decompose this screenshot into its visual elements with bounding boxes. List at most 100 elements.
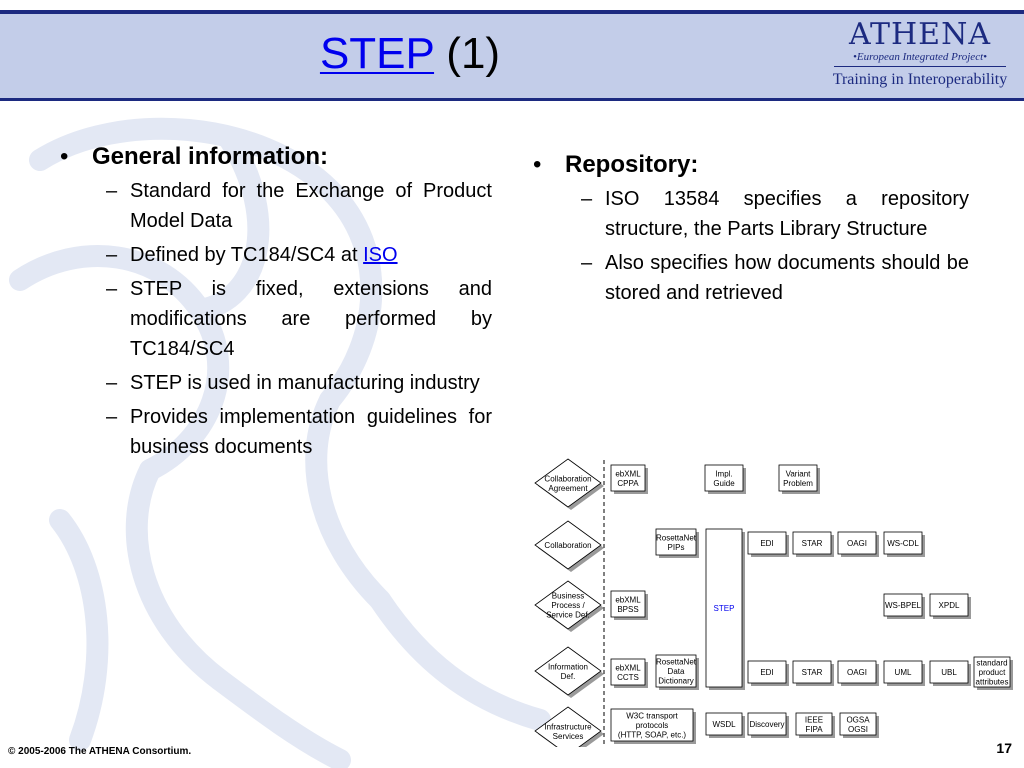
rosettanet-dd-box-label: RosettaNet	[656, 658, 697, 667]
ogsa-ogsi-box-label: OGSI	[848, 725, 868, 734]
standard-attrs-box-label: standard	[976, 659, 1007, 668]
right-column: • Repository: –ISO 13584 specifies a rep…	[533, 150, 969, 308]
list-item-text: Defined by TC184/SC4 at ISO	[130, 240, 492, 270]
dash-icon: –	[106, 372, 118, 394]
ebxml-ccts-box-label: CCTS	[617, 673, 639, 682]
iso-prefix: Defined by TC184/SC4 at	[130, 244, 364, 266]
w3c-box-label: (HTTP, SOAP, etc.)	[618, 731, 687, 740]
dash-icon: –	[106, 180, 118, 202]
ebxml-bpss-box-label: BPSS	[617, 605, 638, 614]
footer-copyright: © 2005-2006 The ATHENA Consortium.	[8, 746, 192, 757]
diamond-1-label: Agreement	[548, 484, 588, 493]
diamond-1-label: Collaboration	[544, 474, 591, 483]
bullet-icon: •	[533, 151, 542, 178]
w3c-box-label: W3C transport	[626, 712, 678, 721]
logo-separator	[834, 66, 1006, 67]
left-list: –Standard for the Exchange of Product Mo…	[60, 176, 492, 462]
diamond-5-label: Infrastructure	[544, 722, 592, 731]
ebxml-cppa-box-label: ebXML	[615, 469, 641, 478]
uml-box-label: UML	[895, 668, 912, 677]
list-item: –ISO 13584 specifies a repository struct…	[573, 184, 969, 244]
list-item-text: ISO 13584 specifies a repository structu…	[605, 188, 969, 240]
right-heading-text: Repository:	[565, 151, 699, 178]
edi-1-box-label: EDI	[760, 539, 773, 548]
rosettanet-pips-box-label: PIPs	[668, 543, 685, 552]
diamond-2: Collaboration	[534, 520, 604, 572]
edi-1-box: EDI	[747, 531, 789, 557]
logo-name: ATHENA	[848, 17, 991, 52]
right-list: –ISO 13584 specifies a repository struct…	[533, 184, 969, 308]
watermark-graphic	[9, 117, 551, 768]
diamond-3-label: Business	[552, 592, 584, 601]
wsdl-box: WSDL	[705, 712, 745, 738]
ieee-fipa-box-label: IEEE	[805, 715, 823, 724]
star-1-box: STAR	[792, 531, 834, 557]
list-item-text: STEP is fixed, extensions and modificati…	[130, 278, 492, 360]
list-item: –STEP is fixed, extensions and modificat…	[98, 274, 492, 364]
diamond-4-label: Def.	[561, 672, 576, 681]
page-number: 17	[996, 740, 1012, 756]
dash-icon: –	[106, 406, 118, 428]
diamond-2-label: Collaboration	[544, 541, 591, 550]
ebxml-bpss-box-label: ebXML	[615, 595, 641, 604]
edi-2-box-label: EDI	[760, 668, 773, 677]
list-item-text: Provides implementation guidelines for b…	[130, 406, 492, 458]
diamond-4-label: Information	[548, 662, 588, 671]
ws-cdl-box-label: WS-CDL	[887, 539, 919, 548]
star-2-box-label: STAR	[802, 668, 823, 677]
standard-attrs-box-label: attributes	[976, 678, 1009, 687]
dash-icon: –	[106, 278, 118, 300]
left-heading: • General information:	[60, 142, 492, 172]
ogsa-ogsi-box-label: OGSA	[846, 715, 870, 724]
header-band	[0, 14, 1024, 100]
list-item: –Defined by TC184/SC4 at ISO	[98, 240, 492, 270]
bullet-icon: •	[60, 143, 69, 170]
logo-tagline: Training in Interoperability	[832, 71, 1008, 88]
discovery-box-label: Discovery	[749, 720, 784, 729]
impl-guide-box: Impl.Guide	[704, 464, 746, 494]
xpdl-box: XPDL	[929, 593, 971, 619]
xpdl-box-label: XPDL	[939, 601, 960, 610]
athena-logo: ATHENA •European Integrated Project• Tra…	[820, 20, 1020, 96]
diamond-3-label: Service Def.	[546, 611, 590, 620]
oagi-1-box-label: OAGI	[847, 539, 867, 548]
step-box-label: STEP	[714, 604, 735, 613]
list-item: –Also specifies how documents should be …	[573, 248, 969, 308]
list-item-text: Standard for the Exchange of Product Mod…	[130, 180, 492, 232]
ws-cdl-box: WS-CDL	[883, 531, 925, 557]
rosettanet-dd-box-label: Data	[668, 667, 685, 676]
list-item: –Provides implementation guidelines for …	[98, 402, 492, 462]
oagi-2-box: OAGI	[837, 660, 879, 686]
ebxml-ccts-box-label: ebXML	[615, 663, 641, 672]
ws-bpel-box-label: WS-BPEL	[885, 601, 922, 610]
oagi-1-box: OAGI	[837, 531, 879, 557]
slide-title: STEP (1)	[0, 32, 820, 76]
left-column: • General information: –Standard for the…	[60, 142, 492, 462]
header-top-rule	[0, 10, 1024, 14]
left-heading-text: General information:	[92, 143, 329, 170]
ebxml-cppa-box-label: CPPA	[617, 479, 639, 488]
rosettanet-dd-box-label: Dictionary	[658, 677, 694, 686]
logo-subtitle: •European Integrated Project•	[853, 51, 987, 63]
title-step-link[interactable]: STEP	[319, 29, 435, 78]
ws-bpel-box: WS-BPEL	[883, 593, 925, 619]
oagi-2-box-label: OAGI	[847, 668, 867, 677]
w3c-box-label: protocols	[636, 721, 668, 730]
list-item-text: Also specifies how documents should be s…	[605, 252, 969, 304]
iso-link[interactable]: ISO	[363, 244, 398, 266]
ieee-fipa-box-label: FIPA	[805, 725, 823, 734]
diamond-5-label: Services	[553, 732, 584, 741]
standard-attrs-box-label: product	[979, 668, 1006, 677]
uml-box: UML	[883, 660, 925, 686]
diamond-3-label: Process /	[551, 601, 585, 610]
list-item: –STEP is used in manufacturing industry	[98, 368, 492, 398]
